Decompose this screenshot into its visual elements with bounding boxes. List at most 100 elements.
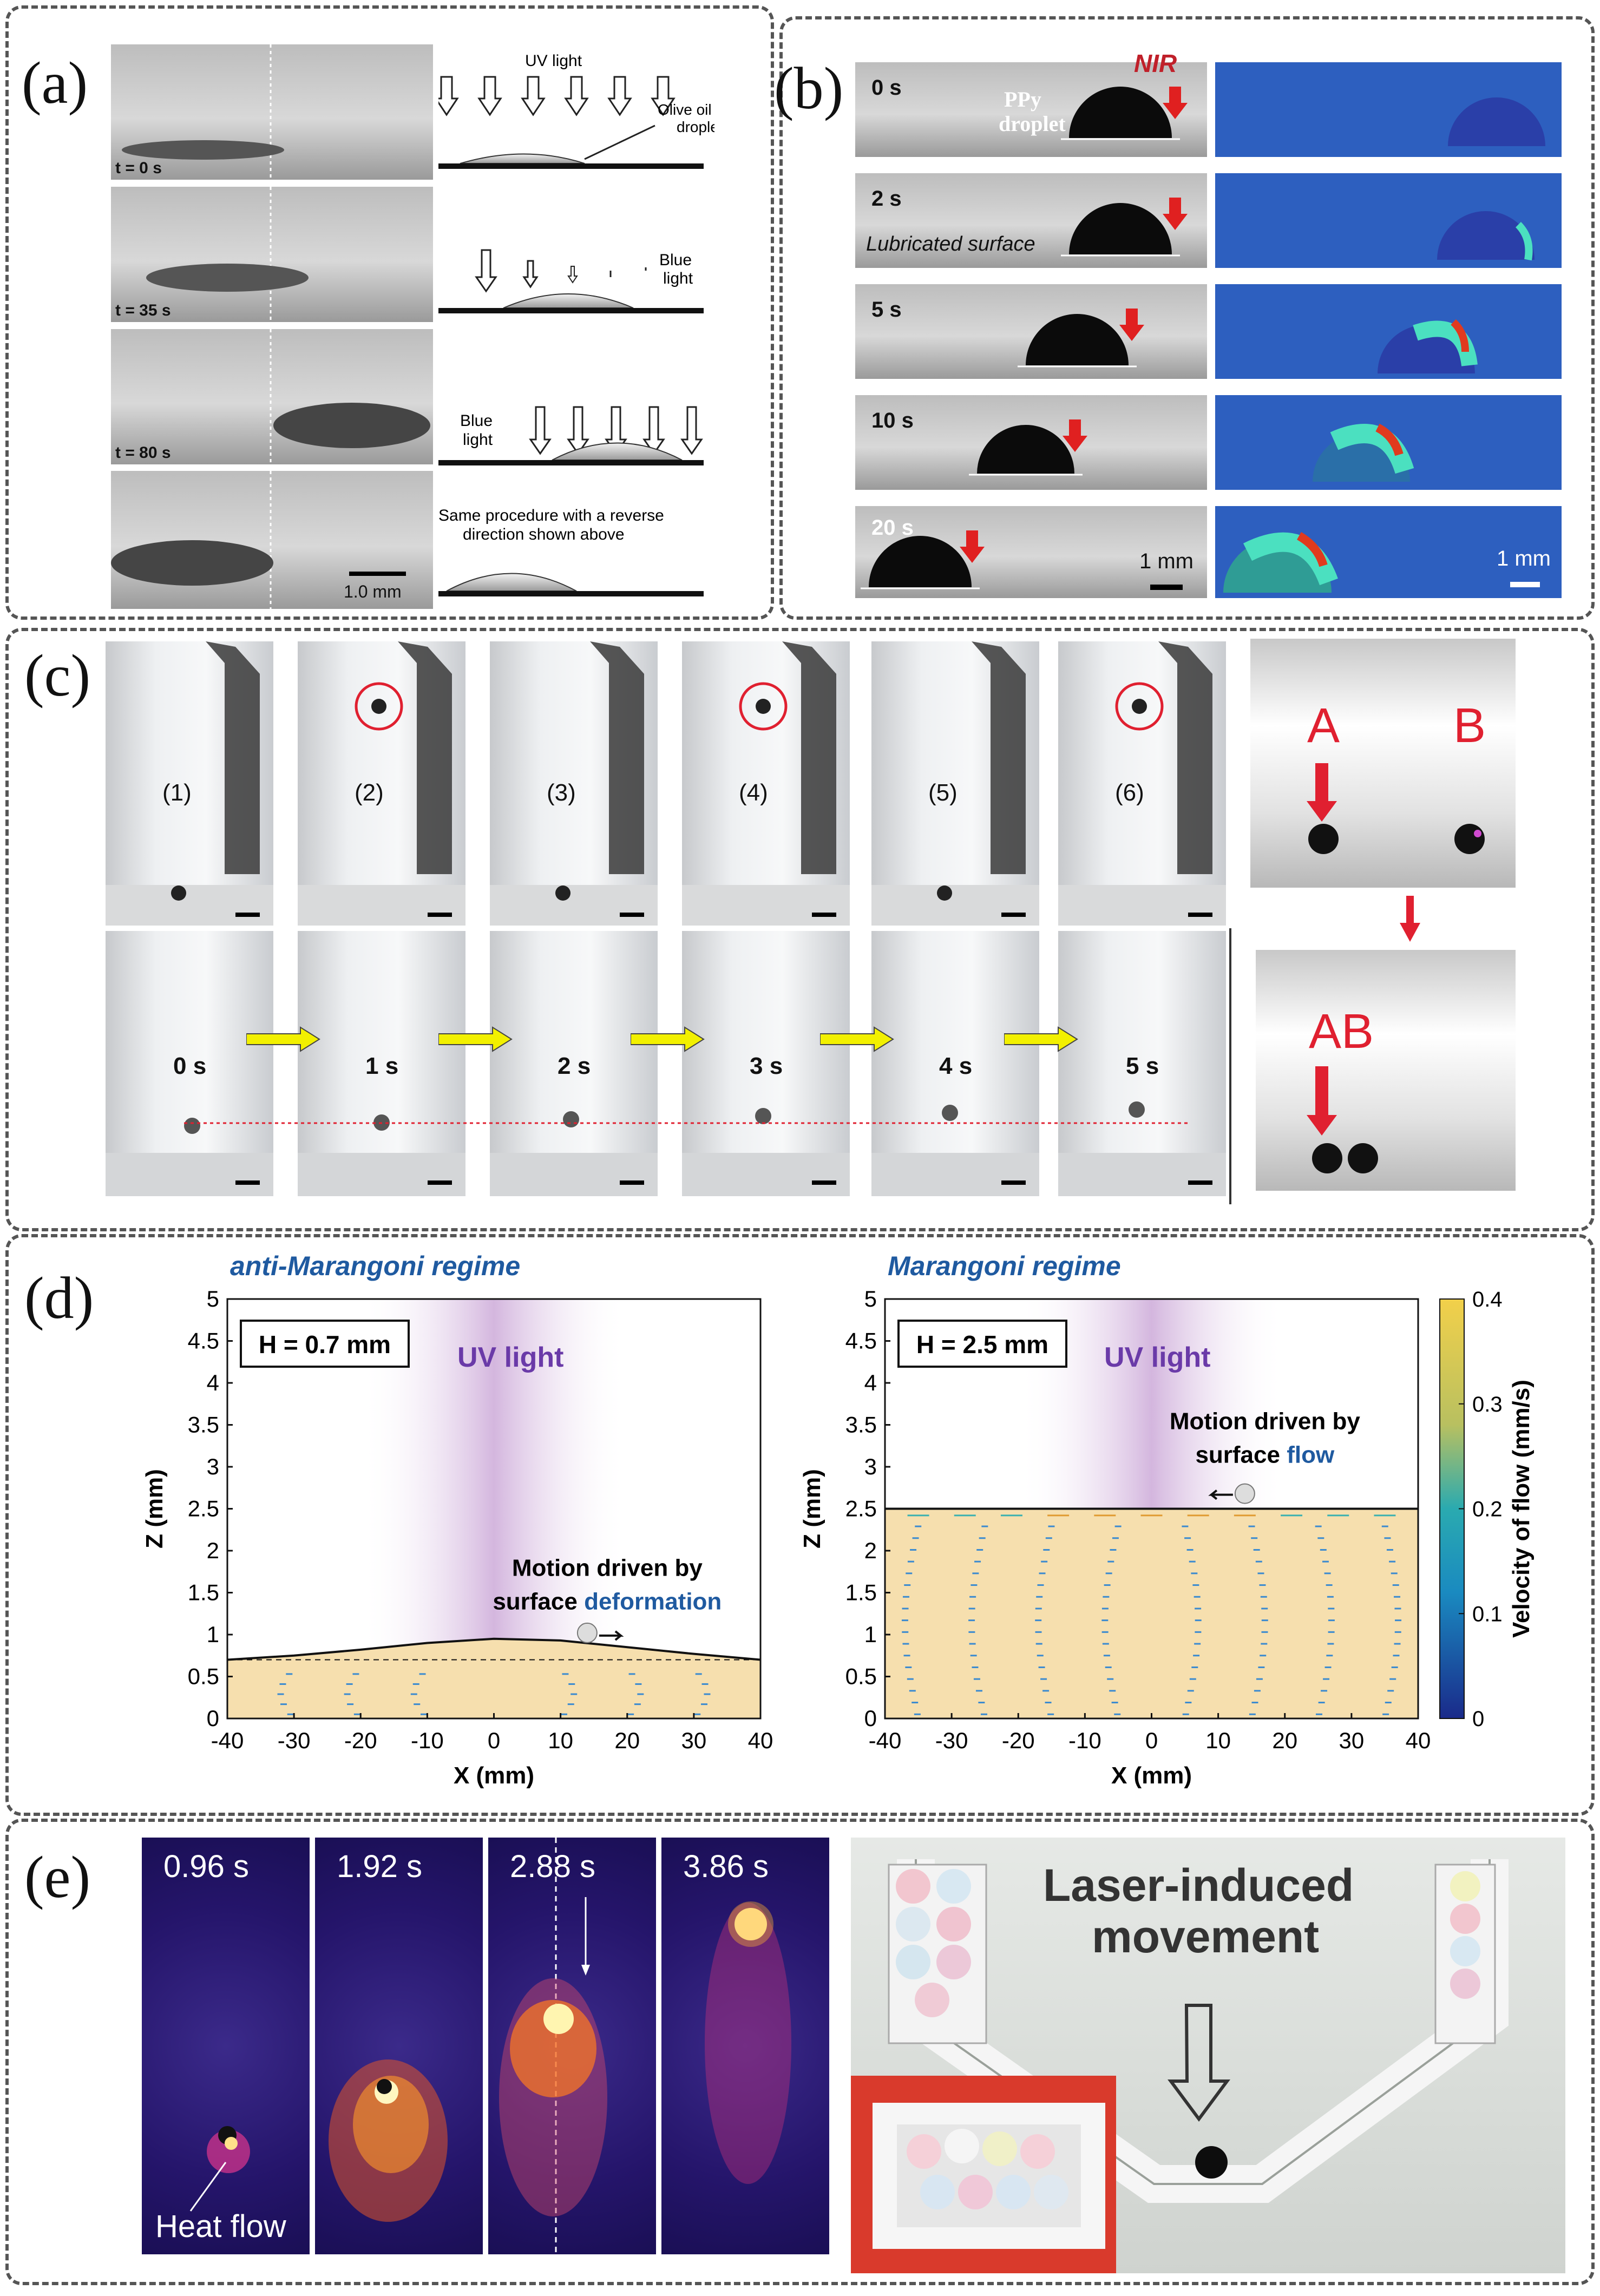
label-d: (d) bbox=[24, 1265, 94, 1331]
label-b: (b) bbox=[774, 55, 844, 121]
d-xtick: 10 bbox=[1205, 1728, 1231, 1753]
d-ytick: 4 bbox=[864, 1370, 877, 1395]
b-lubricated-label: Lubricated surface bbox=[866, 233, 1035, 255]
a-photo-2: t = 35 s bbox=[111, 187, 433, 322]
d-xtick: 40 bbox=[1406, 1728, 1431, 1753]
e-time-3: 2.88 s bbox=[510, 1849, 595, 1884]
a-blue-label-1: Blue bbox=[659, 251, 692, 269]
c-arrow-5 bbox=[1004, 1026, 1080, 1055]
e-inset-cotton-balls bbox=[907, 2129, 1068, 2209]
b-thermal-2 bbox=[1215, 173, 1562, 268]
panel-c bbox=[5, 628, 1595, 1231]
b-time-5: 5 s bbox=[871, 298, 902, 322]
d-surface-line bbox=[227, 1637, 761, 1661]
d-ytick: 0 bbox=[207, 1705, 219, 1731]
d-ytick: 3 bbox=[207, 1454, 219, 1479]
d-ytick: 1 bbox=[207, 1622, 219, 1647]
c-beaker-top: (5) bbox=[871, 641, 1039, 926]
c-top-label: (3) bbox=[547, 779, 576, 806]
b-thermal-10 bbox=[1215, 395, 1562, 490]
e-thermal-2: 1.92 s bbox=[315, 1838, 483, 2254]
d-xtick: 0 bbox=[1145, 1728, 1158, 1753]
b-thermal-5 bbox=[1215, 284, 1562, 379]
d-ytick: 4.5 bbox=[188, 1328, 219, 1354]
c-beaker-top: (4) bbox=[682, 641, 850, 926]
d-ytick: 3 bbox=[864, 1454, 877, 1479]
a-time-1: t = 0 s bbox=[115, 159, 162, 177]
d-ytick: 3.5 bbox=[845, 1412, 877, 1438]
e-thermal-1: 0.96 s Heat flow bbox=[142, 1838, 310, 2254]
d-ytick: 2 bbox=[207, 1538, 219, 1563]
d-left-motion-1: Motion driven by bbox=[512, 1555, 703, 1582]
d-ytick: 4.5 bbox=[845, 1328, 877, 1354]
d-ylabel: Z (mm) bbox=[799, 1469, 825, 1549]
e-cotton-balls-right bbox=[1450, 1871, 1480, 1999]
d-ytick: 1 bbox=[864, 1622, 877, 1647]
c-arrow-4 bbox=[819, 1026, 896, 1055]
d-h-box: H = 2.5 mm bbox=[916, 1330, 1048, 1359]
d-xtick: 30 bbox=[681, 1728, 707, 1753]
panel-a bbox=[5, 5, 774, 620]
e-cotton-balls-left bbox=[896, 1869, 971, 2017]
d-ytick: 2.5 bbox=[188, 1496, 219, 1521]
c-reference-line bbox=[184, 1122, 1191, 1124]
d-xtick: 40 bbox=[748, 1728, 773, 1753]
a-photo-3: t = 80 s bbox=[111, 329, 433, 464]
d-h-box: H = 0.7 mm bbox=[259, 1330, 391, 1359]
d-xtick: -30 bbox=[278, 1728, 311, 1753]
d-cbar-tick: 0.4 bbox=[1472, 1288, 1503, 1311]
c-bottom-time: 5 s bbox=[1126, 1053, 1159, 1079]
a-same-proc-2: direction shown above bbox=[463, 526, 625, 543]
a-blue-label-2b: light bbox=[463, 431, 493, 449]
a-blue-label-2: Blue bbox=[460, 412, 493, 430]
d-xtick: -20 bbox=[1002, 1728, 1035, 1753]
b-scale-left: 1 mm bbox=[1139, 549, 1194, 573]
d-xtick: -30 bbox=[935, 1728, 968, 1753]
d-uv-label: UV light bbox=[457, 1342, 563, 1373]
a-uv-arrows bbox=[438, 76, 676, 116]
d-xtick: 0 bbox=[488, 1728, 500, 1753]
c-beaker-bottom: 1 s bbox=[298, 931, 465, 1196]
d-fluid-area bbox=[885, 1508, 1418, 1718]
c-bottom-time: 1 s bbox=[365, 1053, 399, 1079]
c-beaker-bottom: 4 s bbox=[871, 931, 1039, 1196]
d-uv-label: UV light bbox=[1104, 1342, 1210, 1373]
c-arrow-3 bbox=[630, 1026, 706, 1055]
e-droplet bbox=[1195, 2146, 1228, 2179]
c-top-label: (1) bbox=[162, 779, 192, 806]
b-droplet-label: droplet bbox=[999, 111, 1066, 136]
d-xtick: 10 bbox=[548, 1728, 573, 1753]
c-beaker-top: (1) bbox=[106, 641, 273, 926]
b-nir-label: NIR bbox=[1134, 49, 1177, 77]
c-top-label: (2) bbox=[355, 779, 384, 806]
c-label-A: A bbox=[1307, 699, 1340, 753]
d-ytick: 5 bbox=[864, 1286, 877, 1311]
label-e: (e) bbox=[24, 1844, 91, 1910]
e-thermal-4: 3.86 s bbox=[661, 1838, 829, 2254]
c-label-AB: AB bbox=[1309, 1005, 1374, 1059]
e-laser-arrow bbox=[1168, 2004, 1230, 2122]
d-left-motion-2: surface deformation bbox=[493, 1589, 722, 1615]
c-divider bbox=[1229, 928, 1231, 1204]
panel-d bbox=[5, 1234, 1595, 1816]
d-ytick: 5 bbox=[207, 1286, 219, 1311]
d-left-title: anti-Marangoni regime bbox=[230, 1251, 521, 1281]
b-thermal-20: 1 mm bbox=[1215, 506, 1562, 598]
d-cbar-tick: 0 bbox=[1472, 1707, 1484, 1731]
d-ytick: 2.5 bbox=[845, 1496, 877, 1521]
d-xtick: -40 bbox=[211, 1728, 244, 1753]
d-cbar-label: Velocity of flow (mm/s) bbox=[1508, 1380, 1535, 1638]
b-time-20: 20 s bbox=[871, 516, 914, 540]
a-blue-label-1b: light bbox=[663, 270, 693, 287]
e-time-4: 3.86 s bbox=[683, 1849, 769, 1884]
panel-b bbox=[779, 16, 1595, 620]
c-top-label: (4) bbox=[739, 779, 768, 806]
c-beaker-top: (6) bbox=[1058, 641, 1226, 926]
c-right-bottom: AB bbox=[1256, 950, 1516, 1191]
c-arrow-1 bbox=[246, 1026, 322, 1055]
e-device-photo: Laser-induced movement bbox=[851, 1838, 1565, 2273]
a-time-3: t = 80 s bbox=[115, 444, 171, 462]
